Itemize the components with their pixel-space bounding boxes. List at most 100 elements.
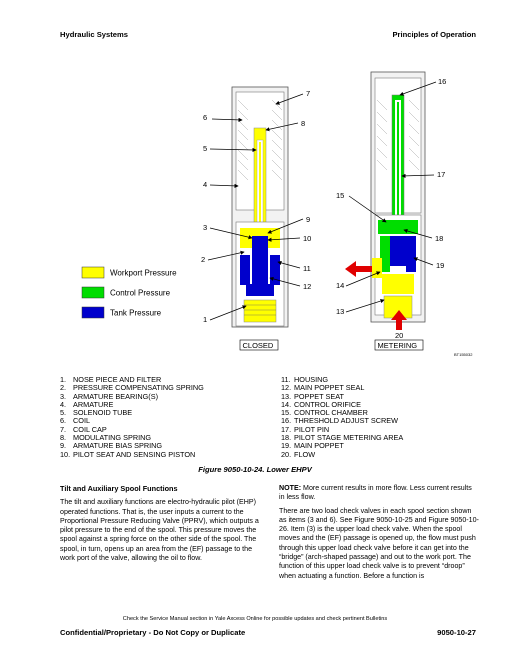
parts-item-text: HOUSING (294, 375, 329, 384)
parts-item-number: 12. (281, 383, 292, 393)
parts-item-text: COIL (73, 416, 91, 426)
parts-list-item: 3. ARMATURE BEARING(S) (60, 391, 204, 401)
parts-item-text: MODULATING SPRING (73, 433, 152, 443)
footer-confidential: Confidential/Proprietary - Do Not Copy o… (60, 628, 246, 637)
parts-item-text: ARMATURE (73, 399, 114, 409)
parts-item-number: 7. (60, 424, 67, 434)
callout-1: 1 (203, 315, 207, 324)
callout-11: 11 (303, 264, 311, 273)
section-heading: Tilt and Auxiliary Spool Functions (60, 484, 178, 493)
parts-item-text: PILOT SEAT AND SENSING PISTON (73, 449, 196, 459)
callout-16: 16 (438, 77, 446, 86)
note-text: More current results in more flow. Less … (279, 484, 472, 502)
parts-item-text: MAIN POPPET (294, 441, 344, 451)
parts-list-item: 1. NOSE PIECE AND FILTER (60, 375, 204, 384)
parts-item-text: SOLENOID TUBE (73, 408, 133, 418)
figure-caption: Figure 9050-10-24. Lower EHPV (198, 465, 312, 474)
parts-item-text: POPPET SEAT (294, 391, 345, 401)
legend-swatch-tank (81, 306, 105, 319)
parts-item-text: PILOT STAGE METERING AREA (294, 433, 404, 443)
callout-4: 4 (203, 180, 207, 189)
callout-13: 13 (336, 307, 344, 316)
parts-list-item: 20.FLOW (281, 449, 403, 459)
parts-list-item: 13.POPPET SEAT (281, 391, 403, 401)
parts-item-number: 18. (281, 433, 292, 443)
note-paragraph: NOTE: More current results in more flow.… (279, 484, 479, 503)
header-chapter-title: Principles of Operation (392, 30, 476, 39)
callout-14: 14 (336, 281, 344, 290)
callout-5: 5 (203, 144, 207, 153)
closed-valve-drawing (231, 86, 289, 328)
page-number: 9050-10-27 (437, 628, 476, 637)
parts-item-number: 14. (281, 399, 292, 409)
image-code: BT155032 (454, 352, 473, 357)
parts-item-number: 16. (281, 416, 292, 426)
ehpv-figure: Workport Pressure Control Pressure Tank … (81, 71, 473, 357)
legend-label-tank: Tank Pressure (110, 309, 162, 318)
parts-item-number: 4. (60, 399, 67, 409)
parts-item-number: 15. (281, 408, 292, 418)
parts-item-text: PRESSURE COMPENSATING SPRING (73, 383, 204, 393)
legend-swatch-control (81, 286, 105, 299)
flow-out-arrow (345, 261, 372, 277)
parts-item-text: CONTROL ORIFICE (294, 399, 362, 409)
callout-6: 6 (203, 113, 207, 122)
callout-17: 17 (437, 170, 445, 179)
parts-item-text: ARMATURE BIAS SPRING (73, 441, 163, 451)
parts-list-item: 2. PRESSURE COMPENSATING SPRING (60, 383, 204, 393)
left-paragraph: The tilt and auxiliary functions are ele… (60, 498, 259, 563)
parts-list-item: 19.MAIN POPPET (281, 441, 403, 451)
callout-20: 20 (395, 331, 403, 340)
legend-label-workport: Workport Pressure (110, 269, 177, 278)
parts-item-text: CONTROL CHAMBER (294, 408, 368, 418)
parts-list-item: 9.ARMATURE BIAS SPRING (60, 441, 204, 451)
parts-item-number: 6. (60, 416, 67, 426)
callout-8: 8 (301, 119, 305, 128)
flow-in-arrow (391, 310, 407, 330)
parts-item-text: PILOT PIN (294, 424, 330, 434)
state-label-metering: METERING (378, 341, 418, 350)
parts-item-number: 19. (281, 441, 292, 451)
parts-item-number: 20. (281, 449, 292, 459)
parts-item-text: FLOW (294, 449, 316, 459)
left-column: Tilt and Auxiliary Spool Functions The t… (60, 484, 263, 567)
callout-19: 19 (436, 261, 444, 270)
parts-list-item: 12.MAIN POPPET SEAL (281, 383, 403, 393)
parts-item-number: 5. (60, 408, 67, 418)
callout-7: 7 (306, 89, 310, 98)
parts-list-item: 17.PILOT PIN (281, 424, 403, 434)
parts-list-item: 4. ARMATURE (60, 399, 204, 409)
right-column: NOTE: More current results in more flow.… (279, 484, 479, 585)
parts-list-item: 16.THRESHOLD ADJUST SCREW (281, 416, 403, 426)
parts-list-item: 15.CONTROL CHAMBER (281, 408, 403, 418)
parts-item-number: 11. (281, 375, 291, 384)
callout-9: 9 (306, 215, 310, 224)
note-label: NOTE: (279, 484, 302, 492)
callout-2: 2 (201, 255, 205, 264)
right-paragraph: There are two load check valves in each … (279, 506, 479, 580)
parts-item-number: 2. (60, 383, 67, 393)
parts-item-number: 3. (60, 391, 67, 401)
parts-item-text: MAIN POPPET SEAL (294, 383, 365, 393)
footer-notice: Check the Service Manual section in Yale… (122, 616, 388, 622)
parts-list-item: 6. COIL (60, 416, 204, 426)
parts-item-number: 10. (60, 449, 71, 459)
parts-list-item: 11.HOUSING (281, 375, 403, 384)
parts-list-left: 1. NOSE PIECE AND FILTER 2. PRESSURE COMPEN… (60, 375, 204, 459)
state-label-closed: CLOSED (243, 341, 274, 350)
parts-item-text: NOSE PIECE AND FILTER (73, 375, 162, 384)
parts-item-number: 8. (60, 433, 67, 443)
parts-list-item: 18.PILOT STAGE METERING AREA (281, 433, 404, 443)
parts-item-text: COIL CAP (73, 424, 107, 434)
parts-item-text: ARMATURE BEARING(S) (73, 391, 159, 401)
parts-list-item: 5. SOLENOID TUBE (60, 408, 204, 418)
parts-item-text: THRESHOLD ADJUST SCREW (294, 416, 399, 426)
callout-10: 10 (303, 234, 311, 243)
parts-list-item: 10.PILOT SEAT AND SENSING PISTON (60, 449, 204, 459)
callout-12: 12 (303, 282, 311, 291)
metering-valve-drawing (370, 71, 426, 323)
legend-label-control: Control Pressure (110, 289, 171, 298)
header-section-title: Hydraulic Systems (60, 30, 128, 39)
callout-15: 15 (336, 191, 344, 200)
parts-item-number: 1. (60, 375, 67, 384)
